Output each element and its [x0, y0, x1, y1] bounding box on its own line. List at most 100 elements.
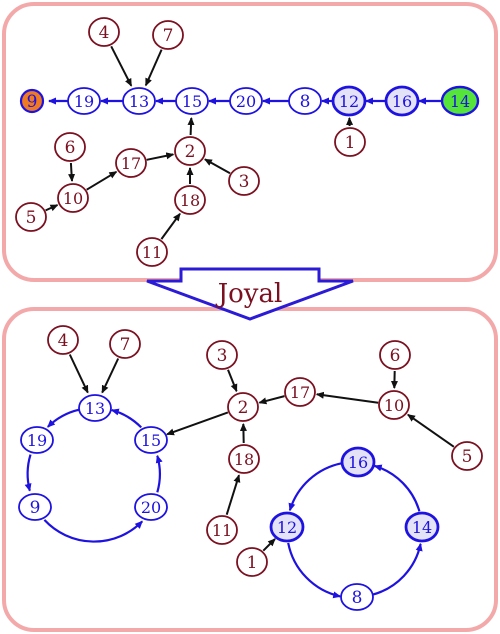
top-node-13: 13 — [122, 87, 156, 115]
top-node-13-shape — [122, 87, 156, 115]
top-node-16-label: 16 — [392, 92, 412, 111]
bottom-node-8-shape — [340, 583, 374, 611]
top-edge-11-to-18 — [160, 212, 181, 240]
bottom-node-8: 8 — [340, 583, 374, 611]
top-node-19-label: 19 — [74, 92, 94, 111]
bottom-node-7-shape — [109, 329, 141, 359]
bottom-node-13-label: 13 — [85, 399, 105, 418]
top-node-5-shape — [15, 202, 47, 232]
bottom-node-12-label: 12 — [277, 518, 297, 537]
bottom-node-18-label: 18 — [234, 450, 254, 469]
bottom-node-14-shape — [404, 511, 440, 543]
bottom-node-11-shape — [206, 515, 238, 545]
top-node-1: 1 — [334, 127, 366, 157]
bottom-node-20-shape — [134, 493, 168, 521]
bottom-edge-11-to-18 — [225, 474, 241, 515]
bottom-node-11-label: 11 — [212, 521, 232, 540]
bottom-node-17: 17 — [284, 377, 316, 407]
bottom-node-15: 15 — [134, 426, 168, 454]
bottom-node-2-shape — [227, 392, 259, 422]
bottom-node-6-label: 6 — [390, 346, 401, 366]
top-node-3-shape — [228, 166, 260, 196]
top-node-10-label: 10 — [63, 189, 83, 208]
top-edge-7-to-13 — [144, 49, 163, 87]
top-node-20: 20 — [229, 87, 263, 115]
bottom-node-11: 11 — [206, 515, 238, 545]
bottom-node-4-label: 4 — [58, 331, 69, 351]
bottom-node-17-shape — [284, 377, 316, 407]
bottom-node-9: 9 — [18, 493, 52, 521]
bottom-node-3: 3 — [206, 340, 238, 370]
bottom-node-20-label: 20 — [141, 498, 161, 517]
bottom-node-6: 6 — [379, 340, 411, 370]
bottom-edge-7-to-13 — [101, 358, 120, 394]
bottom-edge-20-to-15 — [155, 454, 163, 493]
bottom-edge-19-to-9 — [24, 454, 32, 492]
bottom-node-16-shape — [340, 446, 376, 478]
top-node-3: 3 — [228, 166, 260, 196]
top-node-18-label: 18 — [180, 191, 200, 210]
top-node-19: 19 — [67, 87, 101, 115]
top-node-9-shape — [19, 88, 45, 114]
top-node-11-label: 11 — [142, 243, 162, 262]
top-node-17: 17 — [115, 148, 147, 178]
bottom-node-5-shape — [451, 441, 483, 471]
bottom-node-12-shape — [269, 511, 305, 543]
top-node-1-label: 1 — [345, 133, 356, 153]
top-node-18-shape — [174, 185, 206, 215]
bottom-node-16: 16 — [340, 446, 376, 478]
bottom-node-15-shape — [134, 426, 168, 454]
bottom-node-6-shape — [379, 340, 411, 370]
bottom-node-20: 20 — [134, 493, 168, 521]
bottom-edge-16-to-12 — [288, 462, 343, 512]
bottom-node-13: 13 — [78, 394, 112, 422]
top-node-8-shape — [288, 87, 322, 115]
top-node-15-shape — [175, 87, 209, 115]
top-node-4: 4 — [88, 17, 120, 47]
top-edge-2-to-15 — [187, 117, 195, 136]
top-node-13-label: 13 — [129, 92, 149, 111]
top-node-6: 6 — [54, 132, 86, 162]
bottom-edge-15-to-13 — [110, 408, 142, 429]
bottom-node-10-shape — [378, 390, 410, 420]
bottom-node-13-shape — [78, 394, 112, 422]
top-node-15-label: 15 — [182, 92, 202, 111]
bottom-node-19-label: 19 — [27, 431, 47, 450]
bottom-edge-1-to-12 — [262, 538, 276, 552]
bottom-node-10-label: 10 — [384, 396, 404, 415]
top-node-7: 7 — [152, 20, 184, 50]
bottom-node-5: 5 — [451, 441, 483, 471]
top-node-14-label: 14 — [450, 92, 470, 111]
top-node-10-shape — [57, 183, 89, 213]
bottom-node-19-shape — [20, 426, 54, 454]
top-node-15: 15 — [175, 87, 209, 115]
bottom-node-14-label: 14 — [412, 518, 432, 537]
bottom-node-10: 10 — [378, 390, 410, 420]
graph-edges — [24, 45, 455, 599]
top-node-17-shape — [115, 148, 147, 178]
bottom-node-18: 18 — [228, 444, 260, 474]
top-node-5-label: 5 — [26, 208, 37, 228]
bottom-edge-17-to-2 — [258, 395, 285, 405]
bottom-node-1-shape — [236, 547, 268, 577]
transform-arrow — [146, 267, 354, 321]
top-node-20-label: 20 — [236, 92, 256, 111]
top-node-11: 11 — [136, 237, 168, 267]
top-node-4-label: 4 — [99, 23, 110, 43]
top-node-5: 5 — [15, 202, 47, 232]
bottom-node-7-label: 7 — [120, 335, 131, 355]
top-edge-5-to-10 — [45, 204, 59, 212]
top-node-14: 14 — [440, 85, 480, 117]
top-edge-10-to-17 — [86, 170, 118, 191]
top-node-4-shape — [88, 17, 120, 47]
bottom-node-4: 4 — [47, 325, 79, 355]
bottom-edge-4-to-13 — [68, 354, 89, 394]
bottom-edge-14-to-16 — [373, 464, 421, 512]
bottom-node-4-shape — [47, 325, 79, 355]
bottom-edge-13-to-19 — [47, 408, 80, 428]
top-node-14-shape — [440, 85, 480, 117]
top-node-11-shape — [136, 237, 168, 267]
bottom-edge-3-to-2 — [227, 369, 238, 393]
